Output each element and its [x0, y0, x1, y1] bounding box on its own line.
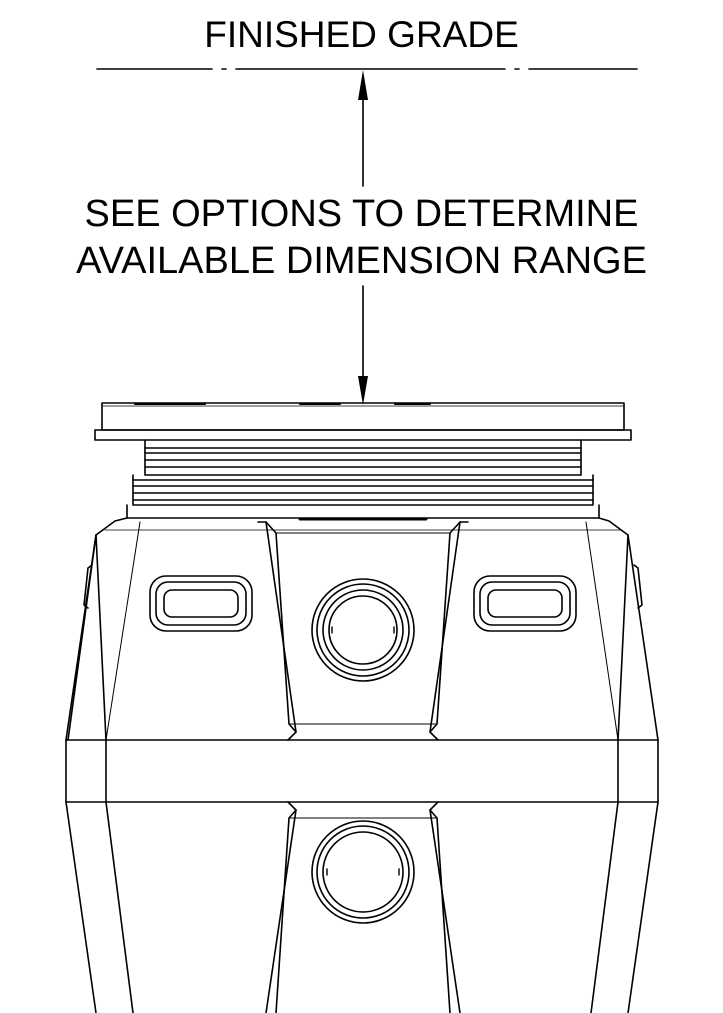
arrowhead-up-icon	[358, 70, 368, 100]
arrowhead-down-icon	[358, 376, 368, 405]
dimension-note-line-1: SEE OPTIONS TO DETERMINE	[84, 193, 639, 235]
dimension-line	[358, 70, 368, 405]
upper-inlet-port-icon	[311, 578, 415, 682]
tank-lid	[94, 402, 632, 441]
finished-grade-label: FINISHED GRADE	[204, 14, 519, 55]
right-handle-icon	[473, 575, 577, 632]
left-handle-icon	[149, 575, 253, 632]
dimension-note-line-2: AVAILABLE DIMENSION RANGE	[76, 240, 647, 282]
tank-riser	[126, 439, 600, 521]
lower-outlet-port-icon	[311, 820, 415, 924]
tank-ribs	[257, 521, 469, 1013]
tank-body	[65, 517, 659, 1013]
